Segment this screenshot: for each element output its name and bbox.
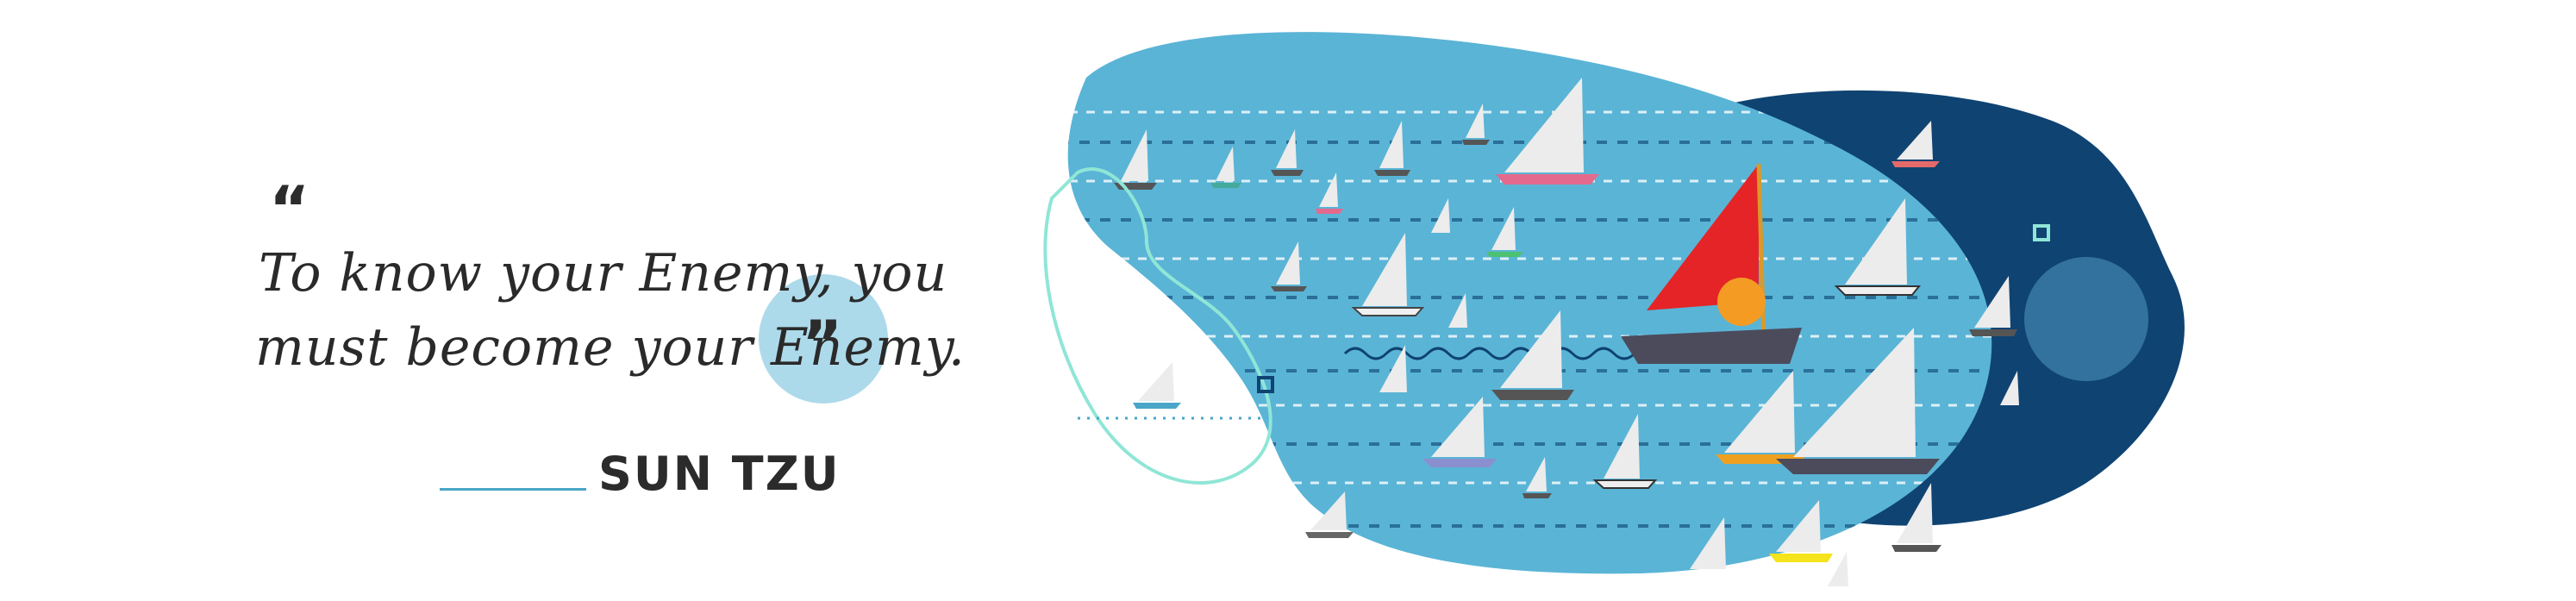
red-sailboat bbox=[1621, 163, 1802, 364]
quote-line-1: To know your Enemy, you bbox=[259, 243, 948, 304]
author-name: SUN TZU bbox=[598, 447, 841, 501]
quote-close-icon: ” bbox=[802, 307, 842, 379]
quote-line-2: must become your Enemy. bbox=[255, 317, 966, 378]
mint-outline bbox=[1043, 167, 1272, 485]
accent-circle-navy bbox=[2024, 257, 2148, 381]
author-divider bbox=[440, 488, 586, 491]
quote-section: “ To know your Enemy, you must become yo… bbox=[0, 0, 991, 601]
quote-open-icon: “ bbox=[269, 172, 309, 245]
small-sailboats bbox=[1114, 78, 2019, 586]
square-marker-2 bbox=[2033, 224, 2050, 241]
decorative-circle bbox=[759, 274, 888, 404]
sailboats-illustration bbox=[1043, 32, 2185, 586]
square-marker-1 bbox=[1257, 376, 1274, 393]
